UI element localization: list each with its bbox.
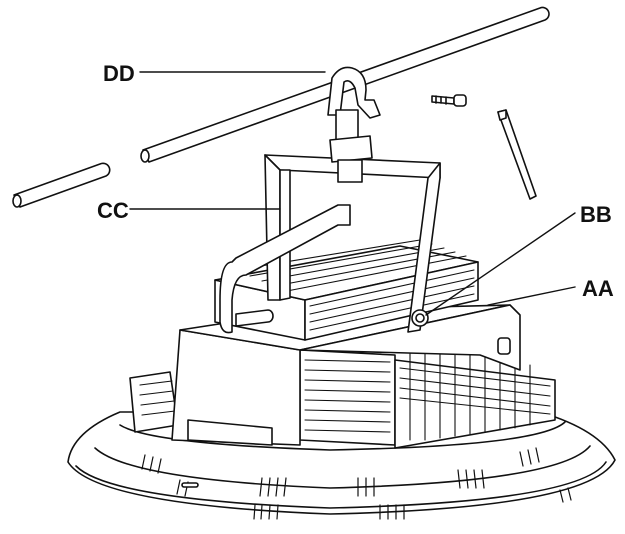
callout-label-dd: DD bbox=[103, 61, 135, 86]
bent-rod bbox=[219, 204, 351, 334]
lower-heatsink bbox=[129, 344, 556, 449]
j-hook bbox=[327, 66, 381, 183]
vent-slots bbox=[141, 447, 572, 520]
leader-bb bbox=[425, 212, 576, 316]
callout-label-cc: CC bbox=[97, 198, 129, 223]
callout-label-bb: BB bbox=[580, 202, 612, 227]
mounting-rod-upper bbox=[140, 6, 550, 163]
callout-leaders bbox=[129, 71, 576, 316]
hex-screw bbox=[431, 94, 467, 107]
allen-key bbox=[497, 109, 537, 200]
mounting-rod-lower bbox=[12, 162, 111, 208]
leader-aa bbox=[487, 286, 576, 306]
callout-label-aa: AA bbox=[582, 276, 614, 301]
driver-plate bbox=[187, 419, 273, 446]
